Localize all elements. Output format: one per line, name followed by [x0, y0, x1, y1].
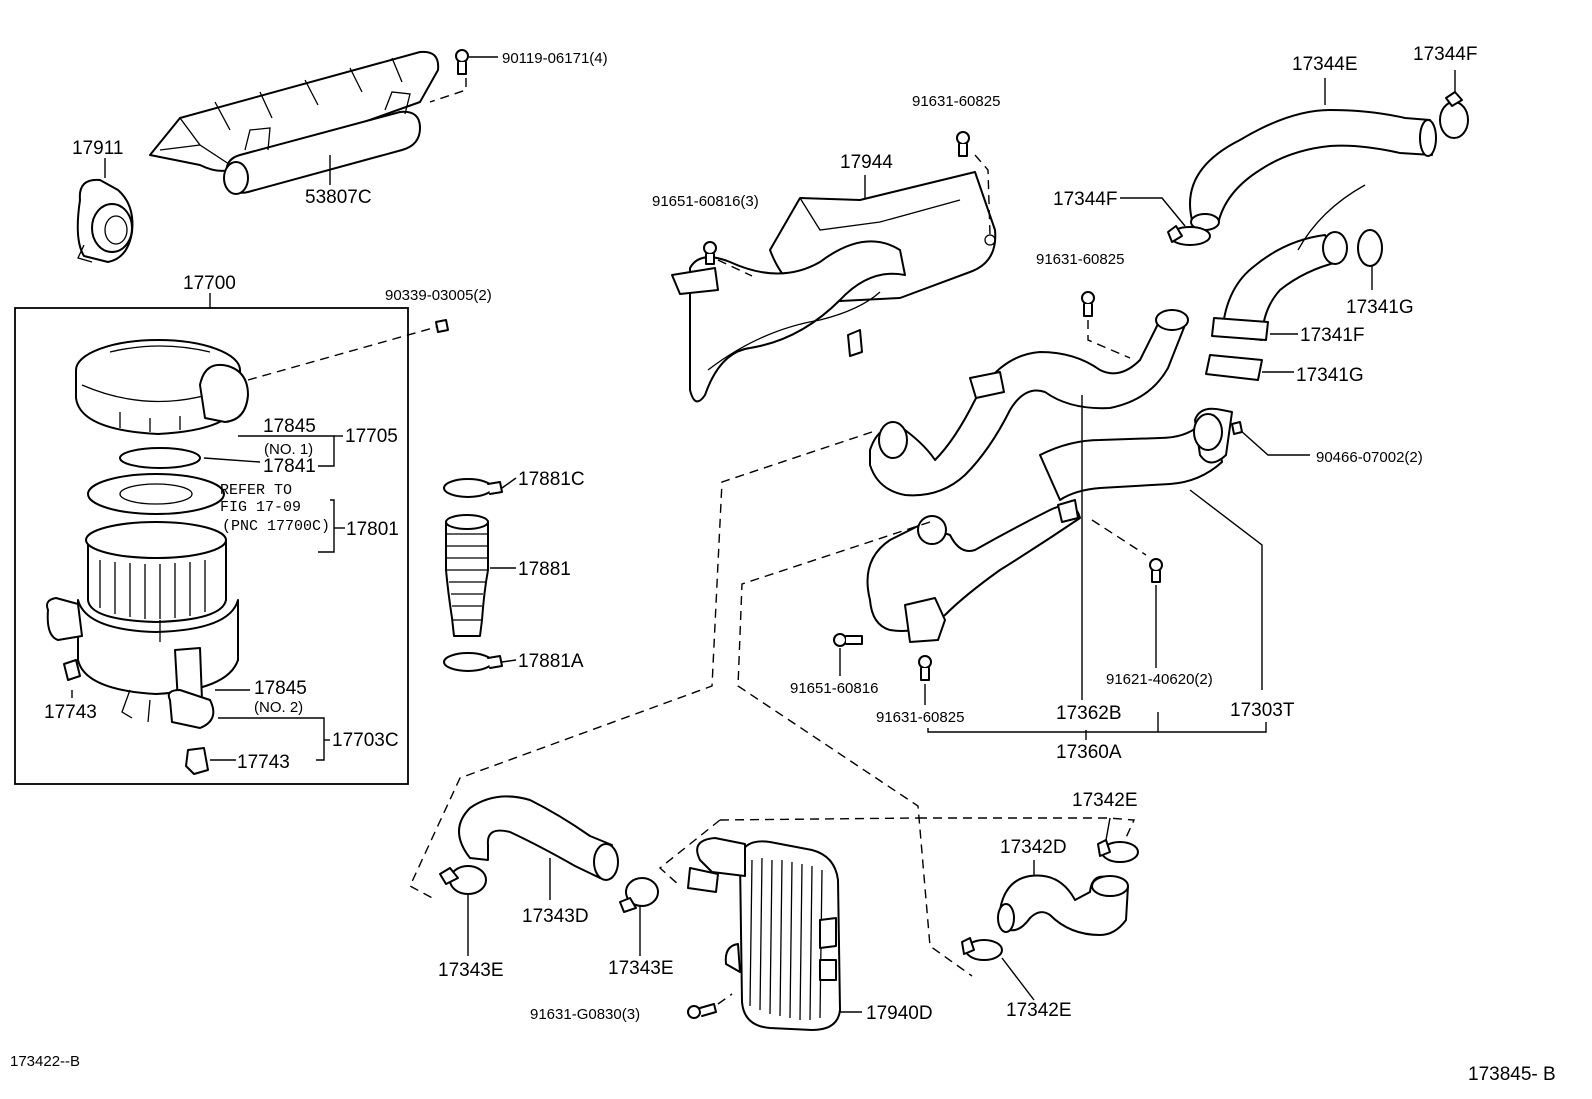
clip-90339: [435, 319, 449, 333]
part-17944-duct: [671, 240, 906, 403]
label-17743-lower: 17743: [237, 752, 290, 773]
bolt-90119: [455, 49, 469, 75]
label-91631-top: 91631-60825: [912, 93, 1000, 110]
label-17703c: 17703C: [332, 730, 399, 751]
label-refer-line2: FIG 17-09: [220, 499, 301, 516]
hose-17344e: [1189, 109, 1437, 231]
bolt-91631-mid: [1081, 291, 1095, 317]
label-17944: 17944: [840, 152, 893, 173]
gasket-17841: [119, 447, 201, 469]
label-17705: 17705: [345, 426, 398, 447]
label-17341g-a: 17341G: [1346, 297, 1414, 318]
part-17743-lower: [185, 747, 209, 775]
label-17342e-b: 17342E: [1006, 1000, 1072, 1021]
label-17743-upper: 17743: [44, 702, 97, 723]
label-91631-low: 91631-60825: [876, 709, 964, 726]
part-17911-clamp: [76, 178, 134, 263]
intercooler-17940d: [687, 837, 841, 1031]
label-17700: 17700: [183, 273, 236, 294]
label-91631g: 91631-G0830(3): [530, 1006, 640, 1023]
clamp-17343e-a: [439, 865, 487, 895]
label-17344f-top: 17344F: [1413, 44, 1477, 65]
label-17881: 17881: [518, 559, 571, 580]
hose-17341: [1205, 184, 1366, 381]
diagram-code-right: 173845- B: [1468, 1064, 1556, 1085]
duct-lower: [866, 499, 1081, 643]
bolt-91621: [1149, 558, 1163, 583]
label-17845-no1-sub: (NO. 1): [264, 441, 313, 458]
label-17881c: 17881C: [518, 469, 585, 490]
label-17841: 17841: [263, 456, 316, 477]
clamp-17343e-b: [619, 877, 659, 913]
label-17845-no1: 17845: [263, 416, 316, 437]
label-17801: 17801: [346, 519, 399, 540]
label-refer-line1: REFER TO: [220, 482, 292, 499]
hose-17343d: [458, 795, 619, 881]
label-17343e-b: 17343E: [608, 958, 674, 979]
label-17940d: 17940D: [866, 1003, 933, 1024]
label-17342d: 17342D: [1000, 837, 1067, 858]
part-53807c-duct: [149, 50, 440, 195]
bolt-91631-low: [918, 655, 932, 681]
label-90339: 90339-03005(2): [385, 287, 492, 304]
bolt-91651: [833, 633, 863, 647]
part-17743-upper: [63, 659, 81, 681]
label-17341g-b: 17341G: [1296, 365, 1364, 386]
filter-element: [87, 473, 225, 515]
label-91631-mid: 91631-60825: [1036, 251, 1124, 268]
clamp-17881a: [443, 652, 503, 672]
clamp-17344f-mid: [1167, 225, 1211, 246]
pipe-17303t: [1039, 407, 1233, 501]
label-refer-line3: (PNC 17700C): [222, 518, 330, 535]
label-91651-3: 91651-60816(3): [652, 193, 759, 210]
diagram-code-left: 173422--B: [10, 1053, 80, 1070]
label-90119: 90119-06171(4): [502, 50, 608, 67]
label-90466: 90466-07002(2): [1316, 449, 1423, 466]
clip-90466: [1231, 421, 1243, 435]
label-17845-no2-sub: (NO. 2): [254, 699, 303, 716]
label-17911: 17911: [72, 138, 123, 159]
bolt-91651-3: [703, 241, 717, 265]
label-17845-no2: 17845: [254, 678, 307, 699]
label-17341f: 17341F: [1300, 325, 1364, 346]
label-17344f-mid: 17344F: [1053, 189, 1117, 210]
clamp-17341g-a: [1357, 229, 1383, 267]
clamp-17342e-b: [961, 937, 1003, 961]
hose-17362b: [869, 309, 1189, 497]
air-cleaner-cap: [75, 339, 249, 435]
hose-17342d: [997, 874, 1129, 936]
label-17344e: 17344E: [1292, 54, 1358, 75]
label-17303t: 17303T: [1230, 700, 1295, 721]
label-91621: 91621-40620(2): [1106, 671, 1213, 688]
label-17343e-a: 17343E: [438, 960, 504, 981]
air-cleaner-group-frame: [14, 307, 409, 785]
clamp-17342e-a: [1097, 839, 1139, 863]
clamp-17881c: [443, 478, 503, 498]
clamp-17344f-top: [1439, 91, 1469, 139]
label-91651: 91651-60816: [790, 680, 878, 697]
label-17343d: 17343D: [522, 906, 589, 927]
bolt-91631-top: [956, 131, 970, 157]
label-17342e-a: 17342E: [1072, 790, 1138, 811]
label-53807c: 53807C: [305, 187, 372, 208]
bolt-91631g: [687, 1003, 717, 1019]
air-cleaner-case: [46, 521, 239, 729]
label-17362b: 17362B: [1056, 703, 1122, 724]
label-17360a: 17360A: [1056, 742, 1122, 763]
hose-17881: [445, 514, 489, 637]
label-17881a: 17881A: [518, 651, 584, 672]
